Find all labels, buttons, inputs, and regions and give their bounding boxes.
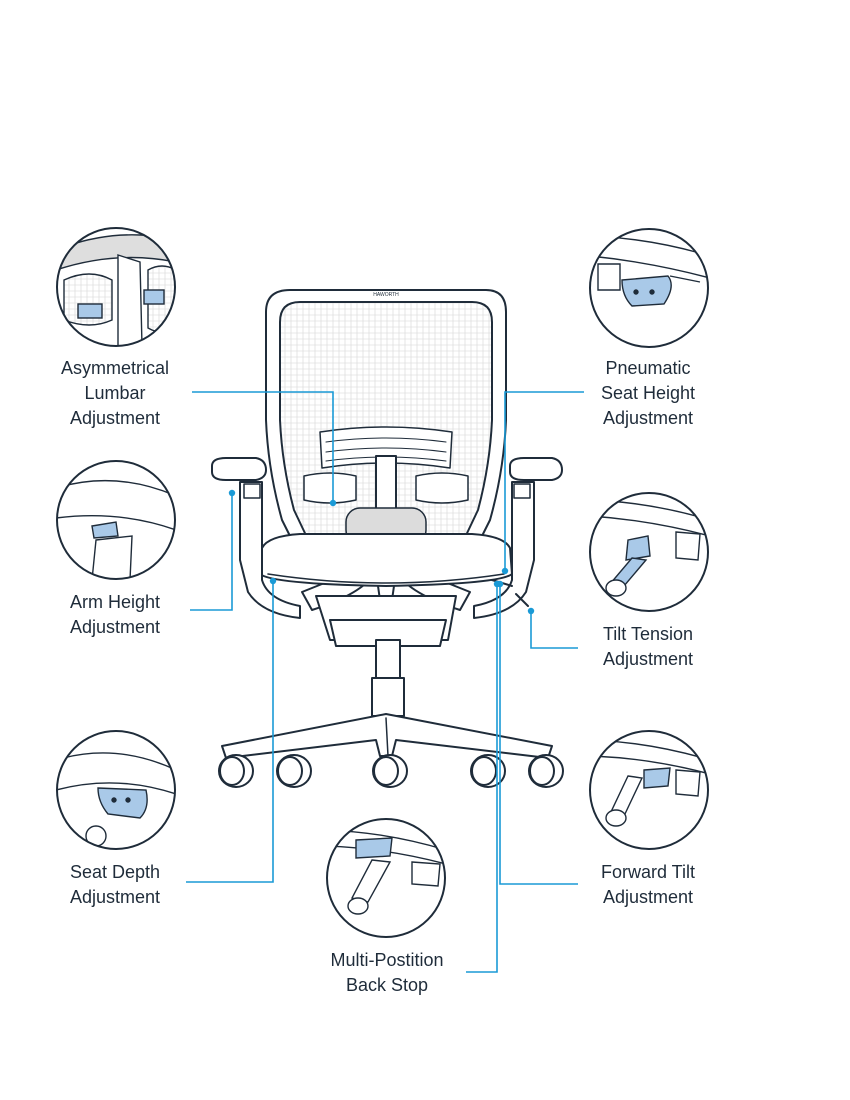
left-arm-post	[239, 481, 301, 619]
detail-circle-seat-depth	[56, 730, 176, 850]
callout-line-lumbar	[192, 391, 334, 503]
callout-line-forward-tilt	[499, 584, 578, 885]
left-armrest	[211, 457, 267, 481]
callout-line-arm-height	[190, 493, 233, 611]
callout-line-seat-depth	[186, 581, 274, 883]
callout-lines	[186, 391, 584, 973]
label-pneumatic-seat-height: Pneumatic Seat Height Adjustment	[600, 358, 696, 428]
detail-circle-tilt-tension	[589, 492, 709, 612]
detail-circle-lumbar	[56, 227, 176, 347]
callout-line-back-stop	[466, 584, 498, 973]
right-arm-post	[473, 481, 535, 619]
callout-dots	[228, 489, 535, 615]
detail-circle-arm-height	[56, 460, 176, 580]
casters	[218, 754, 564, 788]
seat	[259, 533, 513, 587]
gas-cylinder	[375, 639, 401, 679]
detail-circle-back-stop	[326, 818, 446, 938]
label-multi-position-back-stop: Multi-Postition Back Stop	[330, 950, 444, 995]
detail-circle-seat-height	[589, 228, 709, 348]
label-seat-depth: Seat Depth Adjustment	[69, 862, 161, 907]
callout-line-seat-height	[504, 391, 584, 571]
right-armrest	[509, 457, 563, 481]
label-arm-height: Arm Height Adjustment	[69, 592, 161, 637]
office-chair: HAWORTH	[211, 289, 564, 788]
detail-circle-forward-tilt	[589, 730, 709, 850]
label-forward-tilt: Forward Tilt Adjustment	[600, 862, 696, 907]
brand-mark: HAWORTH	[373, 292, 399, 298]
label-tilt-tension: Tilt Tension Adjustment	[602, 624, 694, 669]
label-asymmetrical-lumbar: Asymmetrical Lumbar Adjustment	[60, 358, 169, 428]
callout-line-tilt-tension	[530, 611, 578, 649]
